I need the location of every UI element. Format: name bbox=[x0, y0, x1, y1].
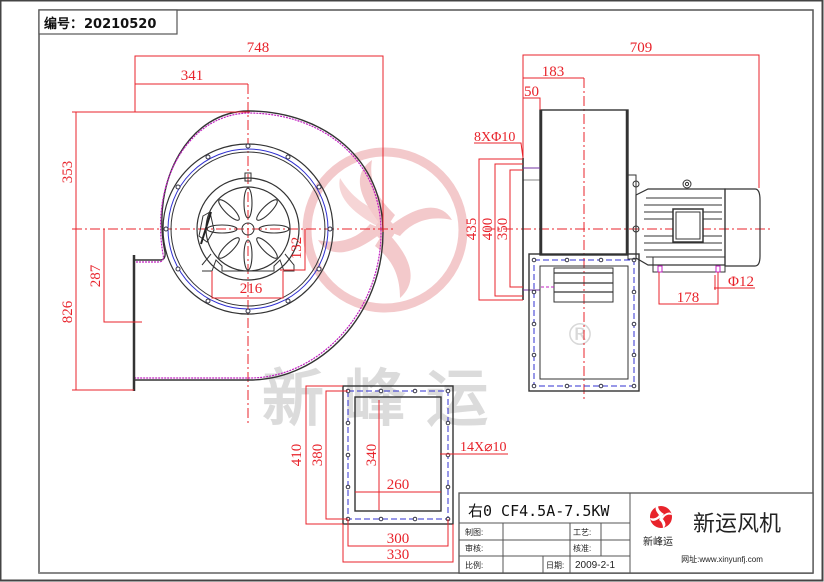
drawing-id-box: 编号： 20210520 bbox=[38, 9, 178, 35]
side-dimension-lines bbox=[474, 54, 760, 305]
company-name: 新运风机 bbox=[693, 511, 781, 536]
drawing-id-value: 20210520 bbox=[84, 17, 156, 32]
dim-center-depth: 183 bbox=[542, 64, 565, 80]
label-scale: 比例: bbox=[465, 560, 483, 570]
dim-inner-width: 260 bbox=[387, 477, 410, 493]
dim-total-height: 826 bbox=[60, 300, 76, 323]
dim-inlet-inner: 350 bbox=[495, 218, 511, 241]
dim-outer-height: 410 bbox=[289, 444, 305, 467]
label-process: 工艺: bbox=[573, 528, 591, 537]
label-drafter: 制图: bbox=[465, 527, 483, 537]
registered-mark: ® bbox=[565, 318, 595, 353]
date-value: 2009-2-1 bbox=[575, 560, 615, 571]
dim-outlet-offset: 287 bbox=[88, 264, 104, 287]
dim-inner-height: 340 bbox=[364, 444, 380, 467]
dim-foot-hole: Φ12 bbox=[728, 274, 754, 290]
label-reviewer: 审核: bbox=[465, 543, 483, 553]
front-view: 748 341 353 826 287 216 132 bbox=[60, 40, 395, 425]
label-date: 日期: bbox=[546, 561, 564, 570]
drawing-id-label: 编号： bbox=[44, 16, 83, 32]
model-number: 右0 CF4.5A-7.5KW bbox=[468, 502, 610, 520]
dim-outer-width: 330 bbox=[387, 547, 410, 563]
dim-bolt-holes: 14X⌀10 bbox=[460, 440, 507, 455]
dim-inlet-outer: 435 bbox=[464, 218, 480, 241]
dim-bolt-height: 380 bbox=[310, 444, 326, 467]
side-view: 709 183 50 8XΦ10 435 400 350 178 Φ12 bbox=[464, 40, 772, 400]
dim-motor-base-width: 216 bbox=[240, 281, 263, 297]
front-dimension-lines bbox=[72, 55, 384, 391]
outlet-flange-view: 410 380 340 260 300 330 14X⌀10 bbox=[289, 385, 508, 563]
dim-motor-foot-span: 178 bbox=[677, 290, 700, 306]
dim-flange-depth: 50 bbox=[524, 84, 539, 100]
company-logo-icon bbox=[650, 505, 672, 528]
company-website: 网址:www.xinyunfj.com bbox=[681, 554, 763, 564]
logo-brand-text: 新峰运 bbox=[643, 535, 673, 548]
dim-motor-center-height: 132 bbox=[289, 237, 305, 260]
label-approver: 核准: bbox=[573, 543, 591, 553]
title-block: 右0 CF4.5A-7.5KW 制图: 工艺: 审核: 核准: 比例: 日期: … bbox=[458, 492, 814, 574]
dim-inlet-bolts: 8XΦ10 bbox=[474, 130, 515, 145]
watermark-logo: ® 新峰运 bbox=[262, 147, 595, 435]
dim-overall-width: 748 bbox=[247, 40, 270, 56]
dim-center-offset: 341 bbox=[181, 68, 204, 84]
watermark-text: 新峰运 bbox=[262, 362, 508, 435]
dim-inlet-bolt-circle: 400 bbox=[480, 218, 496, 241]
dim-top-height: 353 bbox=[60, 161, 76, 184]
dim-overall-length: 709 bbox=[630, 40, 653, 56]
dim-bolt-width: 300 bbox=[387, 531, 410, 547]
flange-dimension-lines bbox=[305, 385, 508, 563]
